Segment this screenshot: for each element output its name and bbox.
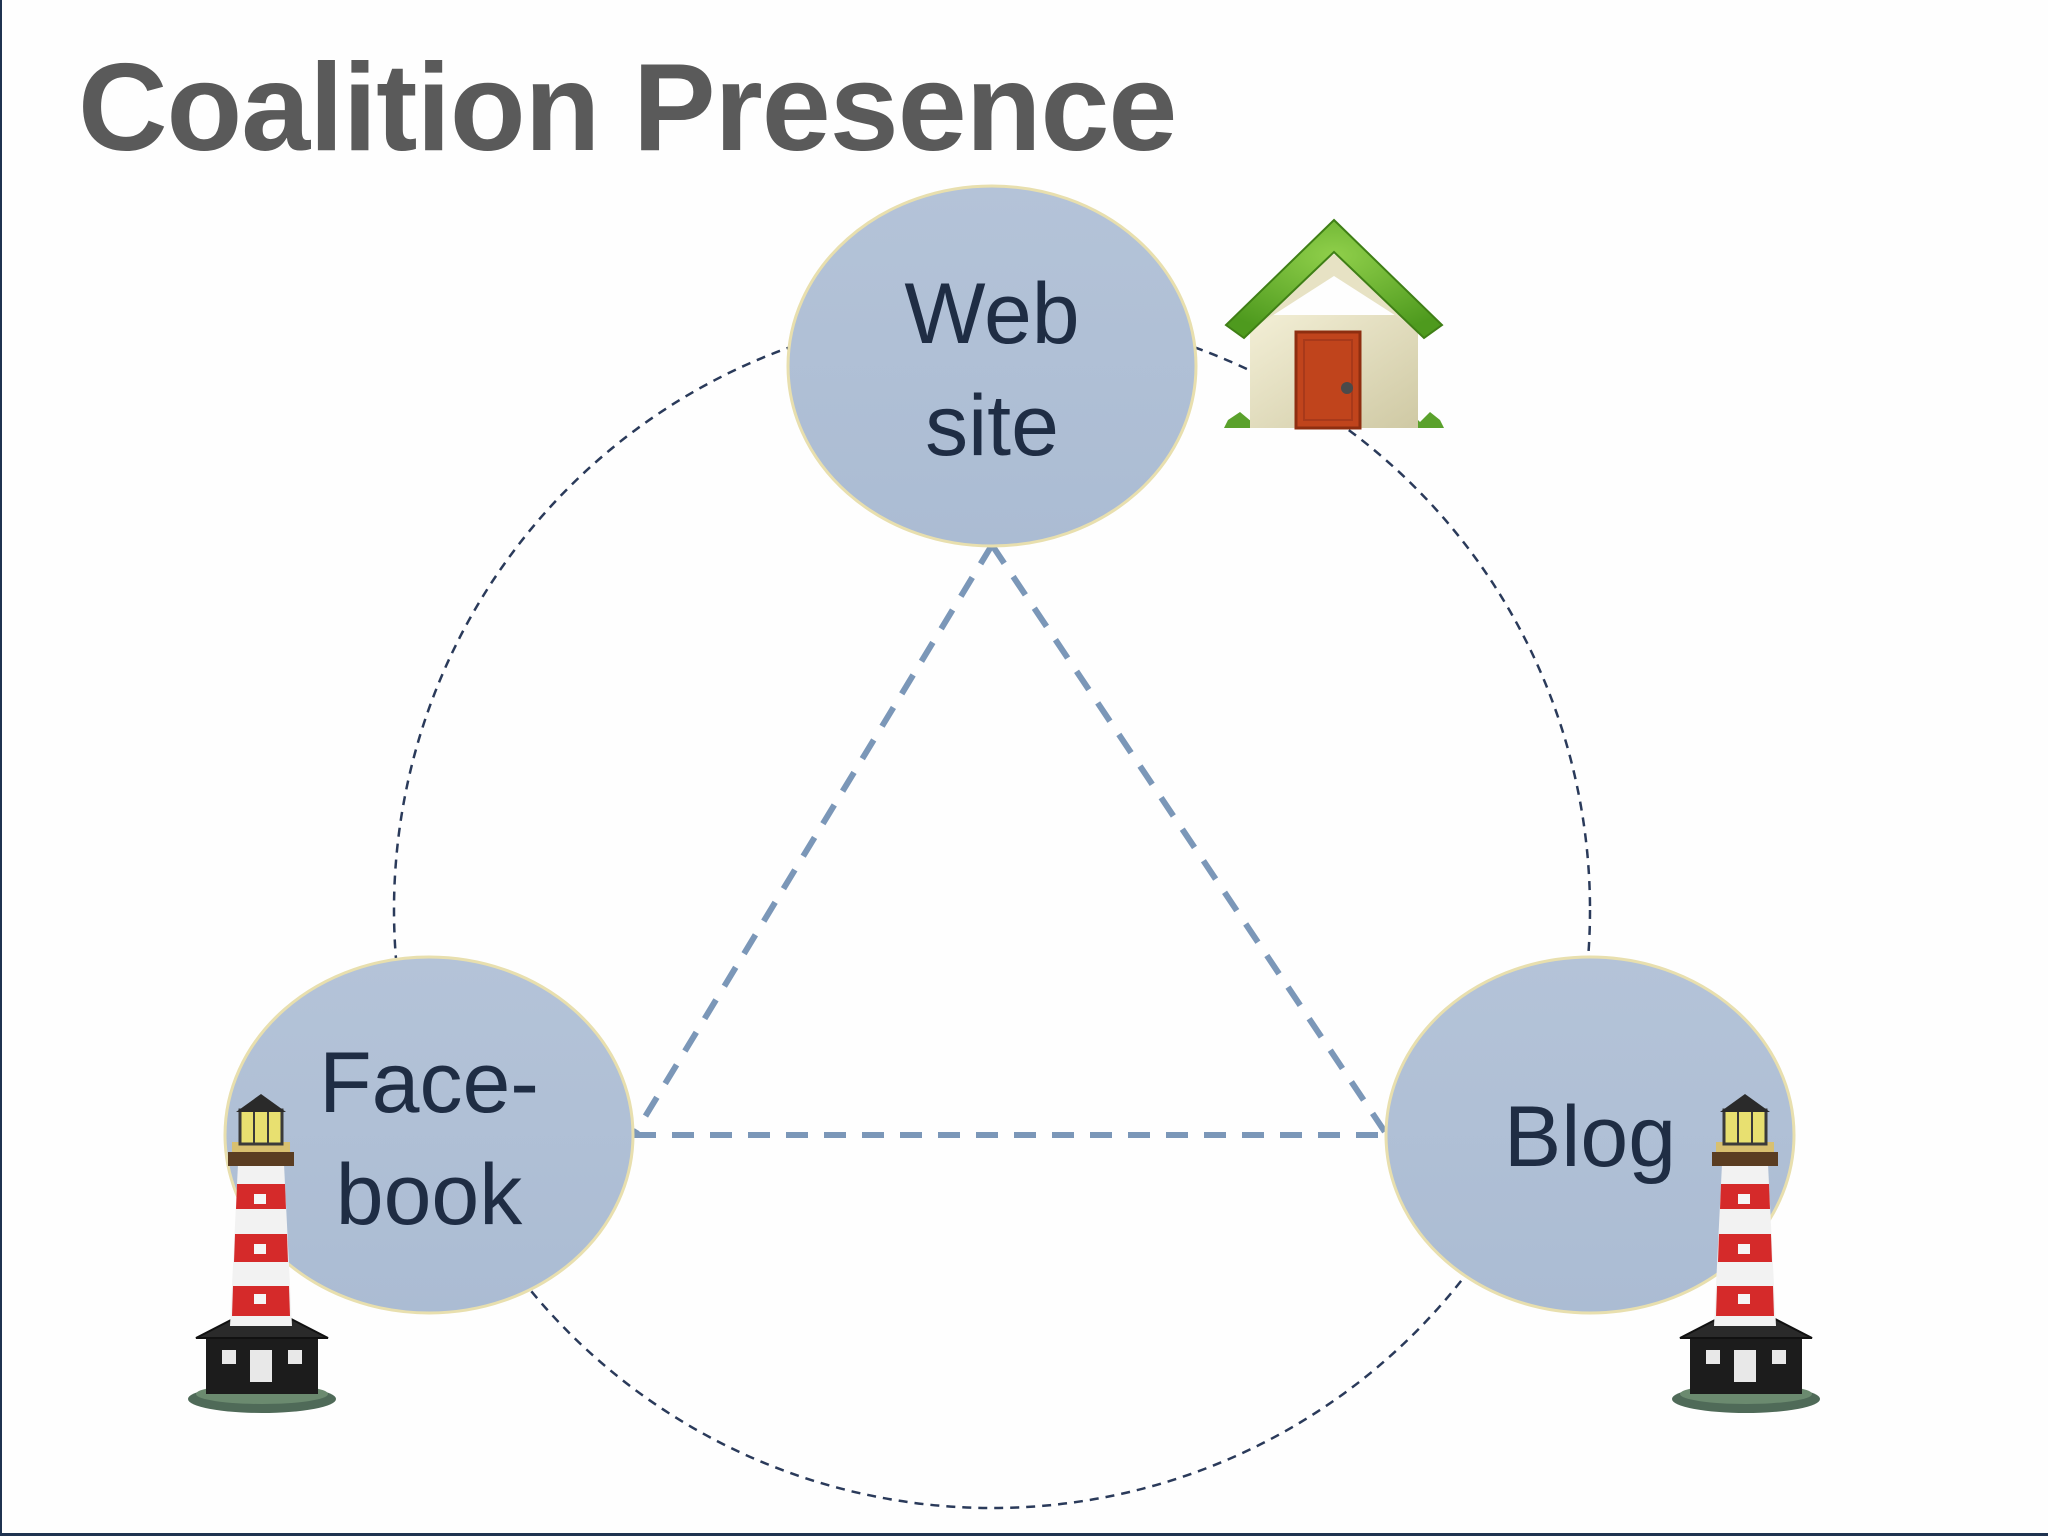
lighthouse-icon [188, 1094, 336, 1413]
node-facebook-label-line1: Face- [319, 1035, 539, 1131]
node-website-label-line1: Web [904, 266, 1079, 362]
lighthouse-icon [1672, 1094, 1820, 1413]
node-facebook-label-line2: book [336, 1147, 523, 1243]
node-website: Web site [786, 184, 1198, 548]
node-facebook: Face- book [223, 955, 635, 1315]
node-blog: Blog [1384, 955, 1796, 1315]
edge-website-blog [989, 543, 1390, 1137]
node-website-label-line2: site [925, 378, 1059, 474]
connection-edges [631, 543, 1390, 1138]
edge-website-facebook [631, 543, 995, 1137]
slide-title: Coalition Presence [78, 39, 1177, 177]
house-icon [1224, 218, 1444, 430]
node-blog-label: Blog [1504, 1089, 1676, 1185]
